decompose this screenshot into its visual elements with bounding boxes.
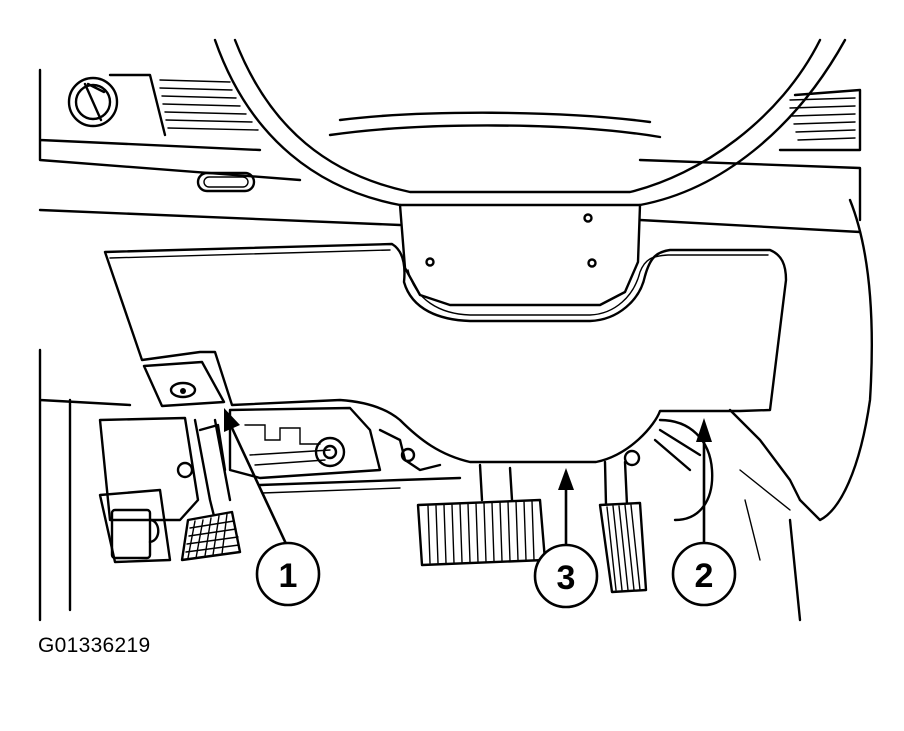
callout-3-circle [533,543,599,609]
callout-1-circle [255,541,321,607]
steering-column-neck [398,203,642,307]
callout-2-label: 2 [695,557,714,595]
shroud-screw-tab [142,360,226,408]
parking-pedal-pad [180,510,242,562]
right-dash-structure [653,198,873,622]
callout-3-label: 3 [557,559,576,597]
callout-3: 3 [533,468,599,609]
lower-shroud-panel [103,242,788,464]
brake-pedal-pad [416,463,547,567]
dash-knob [67,76,119,128]
dash-slot [196,171,256,193]
dash-upper-trim [38,68,862,234]
callout-2-circle [671,541,737,607]
steering-wheel [213,38,847,207]
accelerator-pedal [598,449,648,594]
figure-id-label: G01336219 [38,634,151,657]
callout-1-label: 1 [279,557,298,595]
under-dash-mechanism [176,406,462,494]
left-pedal-arm [193,418,232,522]
callout-2: 2 [671,418,737,607]
left-dash-structure [38,348,200,622]
callout-1: 1 [224,408,321,607]
